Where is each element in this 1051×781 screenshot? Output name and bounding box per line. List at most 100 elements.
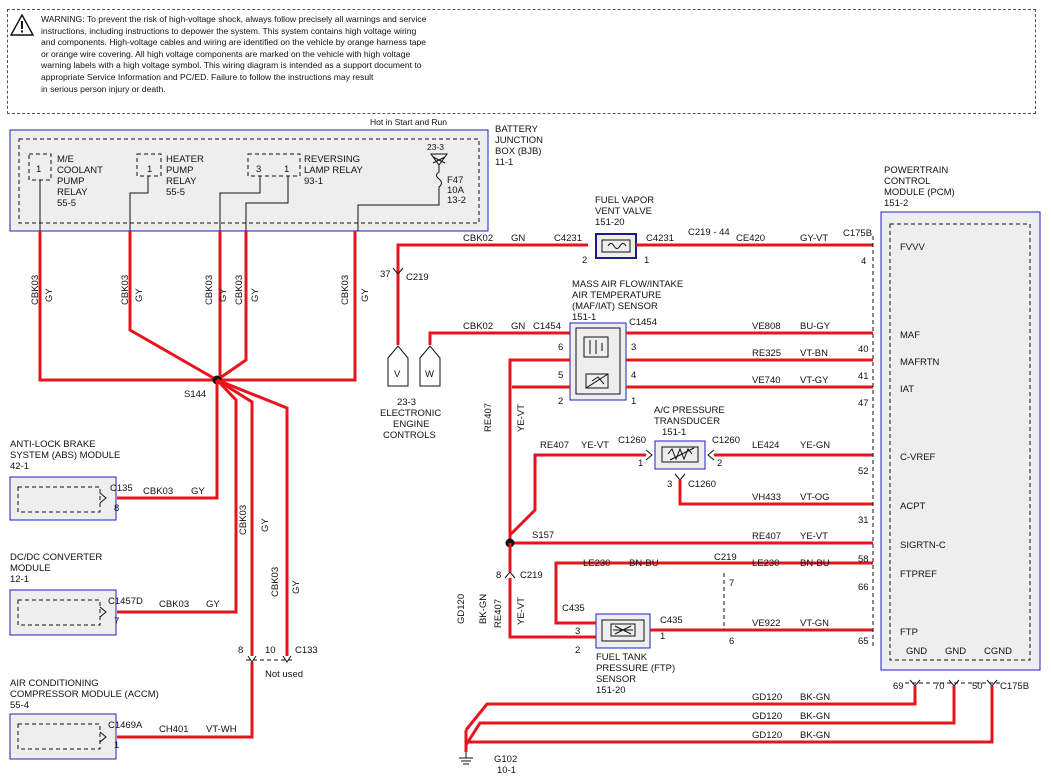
wire-label: VE922 — [752, 618, 781, 629]
wire-label: BK-GN — [800, 730, 830, 741]
pin-label: 7 — [729, 578, 734, 589]
wire-label: VT-BN — [800, 348, 828, 359]
wire-label: GY — [44, 288, 55, 302]
accm-label: 55-4 — [10, 700, 29, 711]
wire-label: CBK03 — [120, 275, 131, 305]
pin-label: 10 — [265, 645, 276, 656]
connector-icon — [247, 655, 257, 663]
relay-pin: 1 — [36, 164, 41, 175]
wire-label: GY — [191, 486, 205, 497]
pcm-pin-name: MAF — [900, 330, 920, 341]
iat-thermistor-icon — [585, 373, 609, 389]
connector-label: C135 — [110, 483, 133, 494]
ground-icon — [459, 757, 473, 765]
ground-label: 10-1 — [497, 765, 516, 776]
connector-label: C435 — [660, 615, 683, 626]
pin-label: 66 — [858, 582, 869, 593]
connector-label: C175B — [843, 228, 872, 239]
ftp-label: PRESSURE (FTP) — [596, 663, 675, 674]
wire-label: GY — [134, 288, 145, 302]
eec-label: 23-3 — [397, 397, 416, 408]
relay-label: REVERSING — [304, 154, 360, 165]
wire-label: VH433 — [752, 492, 781, 503]
wire-label: GY — [360, 288, 371, 302]
wire-label: YE-VT — [516, 404, 527, 432]
wire-label: YE-VT — [581, 440, 609, 451]
pcm-pin-name: ACPT — [900, 501, 926, 512]
connector-icon — [99, 731, 107, 743]
pin-label: 65 — [858, 636, 869, 647]
accm-label: AIR CONDITIONING — [10, 678, 99, 689]
connector-label: C4231 — [646, 233, 674, 244]
pin-label: 40 — [858, 344, 869, 355]
powertrain-control-module — [880, 211, 1041, 671]
connector-label: C133 — [295, 645, 318, 656]
wire-label: GY — [260, 518, 271, 532]
pin-label: 70 — [934, 681, 945, 692]
warning-line: WARNING: To prevent the risk of high-vol… — [41, 14, 427, 24]
pin-label: 69 — [893, 681, 904, 692]
pin-label: 2 — [558, 396, 563, 407]
dcdc-label: DC/DC CONVERTER — [10, 552, 102, 563]
wire-label: VT-OG — [800, 492, 830, 503]
connector-icon — [707, 449, 715, 461]
pin-label: 1 — [631, 396, 636, 407]
pin-label: 8 — [114, 503, 119, 514]
wire-label: BU-GY — [800, 321, 831, 332]
splice-label: S144 — [184, 389, 206, 400]
warning-triangle-icon — [10, 14, 34, 36]
bjb-title: BOX (BJB) — [495, 146, 541, 157]
pin-label: 52 — [858, 466, 869, 477]
wire-label: BN-BU — [629, 558, 659, 569]
pin-label: 47 — [858, 398, 869, 409]
connector-label: C1457D — [108, 596, 143, 607]
pcm-title: CONTROL — [884, 176, 930, 187]
relay-label: LAMP RELAY — [304, 165, 363, 176]
pcm-title: 151-2 — [884, 198, 908, 209]
wire-label: YE-GN — [800, 440, 830, 451]
maf-label: (MAF/IAT) SENSOR — [572, 301, 658, 312]
warning-line: and components. High-voltage cables and … — [41, 37, 427, 48]
connector-label: C219 — [406, 272, 429, 283]
terminal-label: W — [425, 369, 434, 380]
pin-label: 31 — [858, 515, 869, 526]
connector-icon — [99, 492, 107, 504]
connector-icon — [674, 473, 686, 481]
fuse-connector-icon — [430, 153, 448, 166]
pcm-pin-name: SIGRTN-C — [900, 540, 946, 551]
eec-label: ELECTRONIC — [380, 408, 441, 419]
wire-label: YE-VT — [516, 597, 527, 625]
pcm-pin-name: FTP — [900, 627, 918, 638]
wire-label: VT-GN — [800, 618, 829, 629]
eec-label: CONTROLS — [383, 430, 436, 441]
acp-label: 151-1 — [662, 427, 686, 438]
warning-line: warning labels with a high voltage symbo… — [41, 60, 422, 71]
relay-label: PUMP — [57, 176, 84, 187]
connector-label: C219 - 44 — [688, 227, 730, 238]
wire-label: CBK02 — [463, 321, 493, 332]
pin-label: 3 — [667, 479, 672, 490]
bjb-title: JUNCTION — [495, 135, 543, 146]
wire-label: VE808 — [752, 321, 781, 332]
wire-label: LE230 — [583, 558, 610, 569]
connector-icon — [282, 655, 292, 663]
connector-label: C219 — [714, 552, 737, 563]
wire-label: LE424 — [752, 440, 779, 451]
maf-label: MASS AIR FLOW/INTAKE — [572, 279, 683, 290]
acp-label: TRANSDUCER — [654, 416, 720, 427]
wire-label: CBK03 — [204, 275, 215, 305]
ftp-sensor — [595, 613, 651, 649]
pcm-ground-name: GND — [906, 646, 927, 657]
splice-label: S157 — [532, 530, 554, 541]
pcm-ground-name: CGND — [984, 646, 1012, 657]
warning-box — [7, 9, 1036, 114]
relay-label: 55-5 — [57, 198, 76, 209]
maf-element-icon — [589, 340, 603, 354]
fvv-label: VENT VALVE — [595, 206, 652, 217]
wire-label: RE325 — [752, 348, 781, 359]
pin-label: 6 — [558, 342, 563, 353]
warning-line: instructions, including instructions to … — [41, 25, 417, 36]
pcm-pin-name: C-VREF — [900, 452, 936, 463]
pin-label: 37 — [380, 269, 391, 280]
wire-label: BK-GN — [800, 711, 830, 722]
